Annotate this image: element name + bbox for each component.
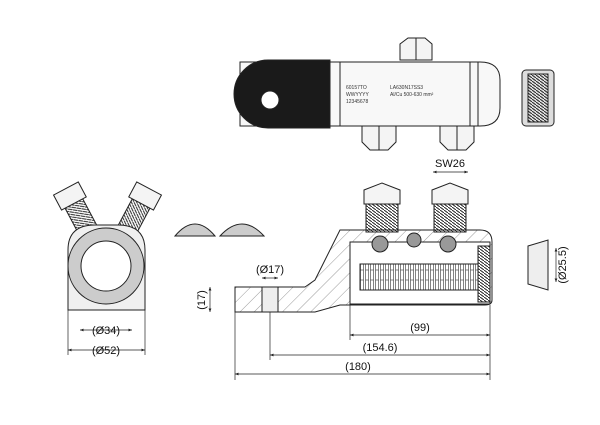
side-seal bbox=[527, 239, 549, 291]
side-view bbox=[234, 182, 493, 313]
label-date: WWYYYY bbox=[346, 92, 369, 98]
top-bolt-lower-2 bbox=[439, 125, 475, 151]
side-bolt-2 bbox=[431, 182, 469, 233]
dim-lug-thickness: (17) bbox=[196, 290, 208, 310]
label-code: 60157TO bbox=[346, 85, 367, 91]
dim-seal-dia: (Ø25.5) bbox=[557, 246, 569, 283]
dim-barrel-length: (99) bbox=[410, 322, 430, 334]
dim-total-length: (180) bbox=[345, 361, 371, 373]
side-bolt-1 bbox=[363, 182, 401, 233]
end-view bbox=[52, 181, 163, 311]
product-label: 60157TO LA630N17SS3 WWYYYY Al/Cu 500-630… bbox=[346, 85, 434, 105]
dim-outer-dia: (Ø52) bbox=[92, 345, 120, 357]
dimension-lines bbox=[67, 170, 558, 380]
lug-hole-icon bbox=[260, 90, 280, 110]
dim-inner-dia: (Ø34) bbox=[92, 325, 120, 337]
cover-caps bbox=[173, 223, 266, 237]
dim-sw26: SW26 bbox=[435, 158, 465, 170]
top-bolt-lower-1 bbox=[361, 125, 397, 151]
top-bolt-upper bbox=[399, 37, 433, 61]
label-part-number: LA630N17SS3 bbox=[390, 85, 423, 91]
top-view bbox=[233, 37, 555, 151]
top-seal bbox=[521, 69, 555, 127]
top-dark-lug bbox=[233, 59, 331, 129]
label-cross-section: Al/Cu 500-630 mm² bbox=[390, 92, 434, 98]
label-serial: 12345678 bbox=[346, 99, 368, 105]
dim-hole-to-end: (154.6) bbox=[363, 342, 398, 354]
dim-hole-dia: (Ø17) bbox=[256, 264, 284, 276]
